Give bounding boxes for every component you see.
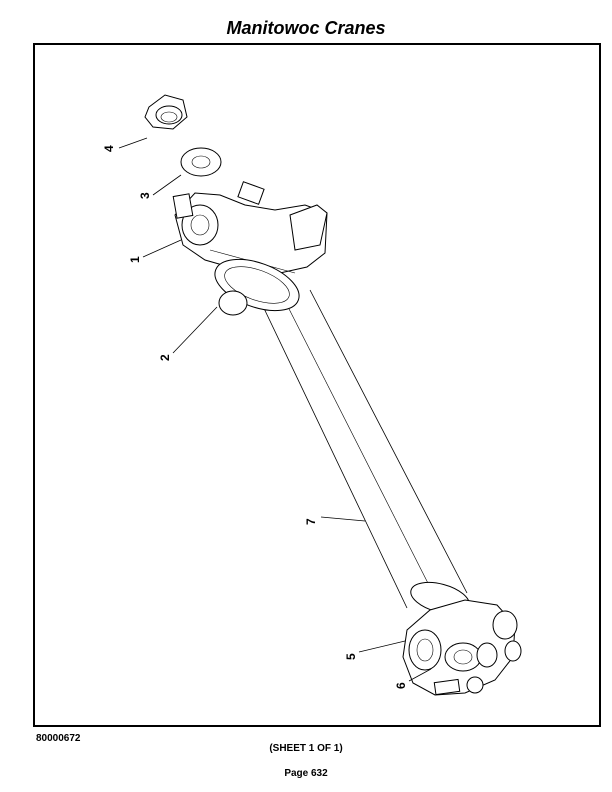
bearing-ring-part [214, 258, 300, 316]
nut-part [144, 94, 188, 130]
callout-7: 7 [304, 518, 318, 525]
leader-lines [118, 137, 432, 682]
sheet-indicator: (SHEET 1 OF 1) [269, 743, 343, 754]
callout-2: 2 [158, 354, 172, 361]
washer-part [180, 147, 222, 177]
shaft-tube [259, 289, 468, 609]
page-number: Page 632 [284, 768, 328, 779]
page-title: Manitowoc Cranes [226, 18, 386, 38]
callout-6: 6 [394, 682, 408, 689]
callout-1: 1 [128, 256, 142, 263]
callout-5: 5 [344, 653, 358, 660]
diagram-frame: 4 3 1 2 7 5 6 [33, 43, 601, 727]
callout-4: 4 [102, 145, 116, 152]
driveshaft-diagram: 4 3 1 2 7 5 6 [102, 94, 522, 696]
document-number: 80000672 [36, 733, 81, 744]
u-joint-part [402, 581, 522, 696]
yoke-part [172, 181, 328, 274]
callout-3: 3 [138, 192, 152, 199]
